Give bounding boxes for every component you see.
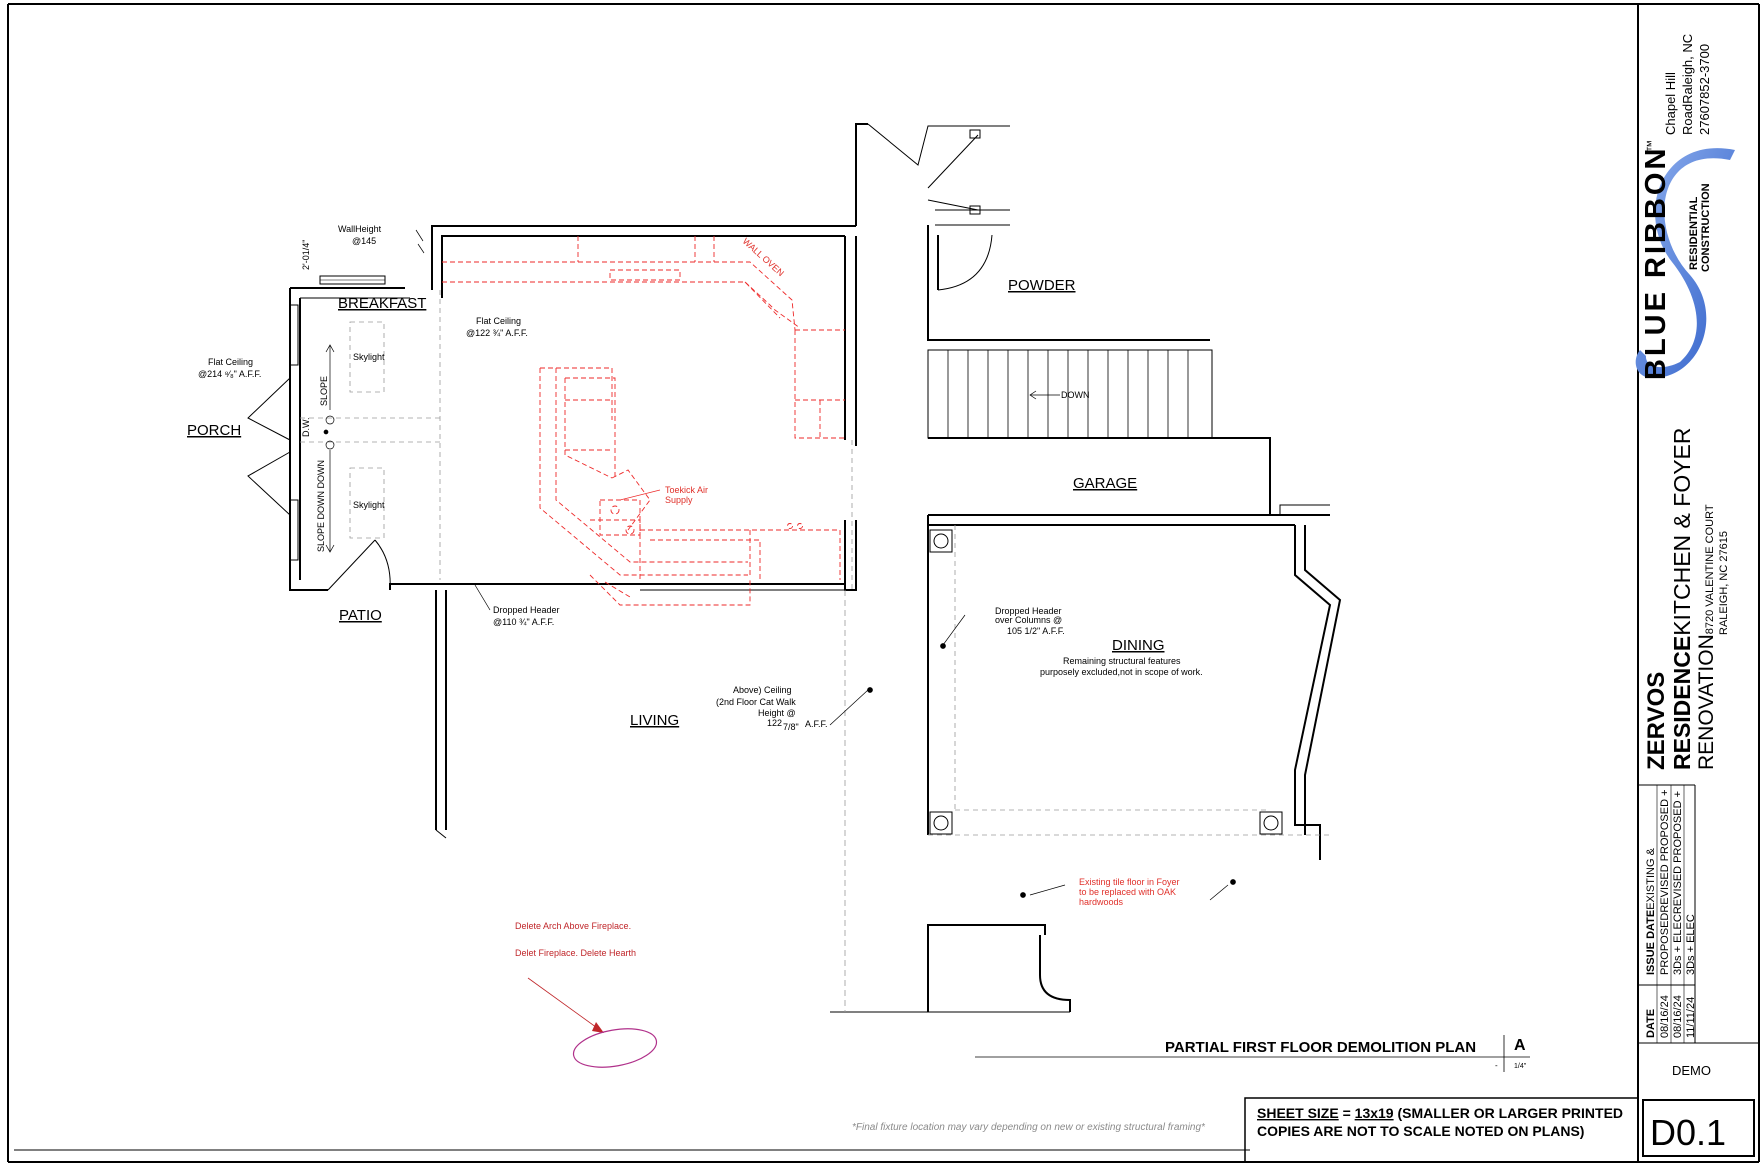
note-above-ceiling-5: 7/8" (783, 722, 799, 732)
note-dropped-header-dining-1: Dropped Header (995, 606, 1062, 616)
brand-tagline-1: RESIDENTIAL (1688, 196, 1700, 270)
floor-plan-walls (247, 123, 1342, 1013)
note-above-ceiling-6: A.F.F. (805, 719, 828, 729)
note-above-ceiling-1: Above) Ceiling (733, 685, 792, 695)
brand-name: BLUE RIBBON (1640, 146, 1672, 380)
plan-title-letter: A (1514, 1037, 1526, 1054)
sheet-name: DEMO (1672, 1063, 1711, 1078)
note-dining-sub-1: Remaining structural features (1063, 656, 1181, 666)
svg-text:ISSUE DATEEXISTING &: ISSUE DATEEXISTING & (1645, 847, 1657, 975)
address-line-2: RoadRaleigh, NC (1680, 34, 1695, 135)
demolition-outlines (442, 236, 845, 606)
issue-row-2: 3Ds + ELECREVISED PROPOSED + (1672, 791, 1684, 975)
note-dropped-header-dining-3: 105 1/2" A.F.F. (1007, 626, 1065, 636)
project-address: 8720 VALENTINE COURT (1704, 504, 1716, 634)
note-skylight-2: Skylight (353, 500, 385, 510)
room-label-breakfast: BREAKFAST (338, 295, 426, 312)
room-label-garage: GARAGE (1073, 475, 1137, 492)
project-name-2b: KITCHEN & FOYER (1669, 427, 1695, 635)
issue-header-date: ISSUE DATE (1645, 910, 1657, 975)
note-slope-1: SLOPE (319, 376, 329, 406)
plan-scale: 1/4" (1514, 1063, 1527, 1070)
project-name-1: ZERVOS (1643, 672, 1670, 770)
ceiling-guide-lines (300, 290, 1270, 812)
ribbon-logo-icon (1635, 148, 1735, 379)
sheet-size-rest: (SMALLER OR LARGER PRINTED (1394, 1105, 1623, 1121)
sheet-size-label: SHEET SIZE (1257, 1105, 1339, 1121)
note-dropped-header-kitchen-1: Dropped Header (493, 605, 560, 615)
note-dropped-header-dining-2: over Columns @ (995, 615, 1062, 625)
plan-scale-left: - (1495, 1061, 1498, 1070)
note-dining-sub-2: purposely excluded,not in scope of work. (1040, 667, 1203, 677)
note-above-ceiling-4: 122 (767, 718, 782, 728)
leader-lines (323, 229, 1236, 901)
note-wall-height-2: @145 (352, 236, 376, 246)
sheet-size-value: 13x19 (1355, 1105, 1394, 1121)
note-dw: D.W. (301, 418, 311, 438)
note-slope-2: SLOPE DOWN DOWN (316, 460, 326, 552)
sheet-size-eq: = (1339, 1105, 1355, 1121)
room-label-living: LIVING (630, 712, 679, 729)
address-line-3: 27607852-3700 (1697, 44, 1712, 135)
note-existing-tile-3: hardwoods (1079, 897, 1124, 907)
note-above-ceiling-2: (2nd Floor Cat Walk (716, 697, 796, 707)
note-disclaimer: *Final fixture location may vary dependi… (852, 1122, 1206, 1133)
date-3: 11/11/24 (1685, 997, 1697, 1038)
note-above-ceiling-3: Height @ (758, 708, 796, 718)
sheet-size-box: SHEET SIZE = 13x19 (SMALLER OR LARGER PR… (1244, 1097, 1639, 1163)
room-label-porch: PORCH (187, 422, 241, 439)
note-wall-height-1: WallHeight (338, 224, 382, 234)
note-skylight-1: Skylight (353, 352, 385, 362)
brand-tagline-2: CONSTRUCTION (1700, 183, 1712, 272)
date-1: 08/16/24 (1659, 995, 1671, 1038)
room-label-dining: DINING (1112, 637, 1165, 654)
fireplace-callout (527, 977, 658, 1068)
brand-tm: ™ (1644, 140, 1658, 152)
note-toekick-1: Toekick Air (665, 485, 708, 495)
plan-title-text: PARTIAL FIRST FLOOR DEMOLITION PLAN (1165, 1039, 1476, 1056)
plan-title: PARTIAL FIRST FLOOR DEMOLITION PLAN A - … (975, 1035, 1530, 1072)
project-name-3: RENOVATION (1695, 634, 1718, 770)
room-label-patio: PATIO (339, 607, 382, 624)
svg-text:RENOVATION8720 VALENTINE COURT: RENOVATION8720 VALENTINE COURT (1695, 504, 1718, 770)
issue-row-1: PROPOSEDREVISED PROPOSED + (1659, 789, 1671, 975)
sheet-number: D0.1 (1650, 1112, 1726, 1153)
note-delete-arch: Delete Arch Above Fireplace. (515, 921, 631, 931)
project-city: RALEIGH, NC 27615 (1718, 531, 1730, 635)
stair-treads (947, 350, 1189, 438)
note-existing-tile-1: Existing tile floor in Foyer (1079, 877, 1180, 887)
svg-text:SHEET SIZE = 13x19 (SMALLER OR: SHEET SIZE = 13x19 (SMALLER OR LARGER PR… (1257, 1105, 1623, 1121)
note-dropped-header-kitchen-2: @110 ¾" A.F.F. (493, 617, 554, 627)
note-existing-tile-2: to be replaced with OAK (1079, 887, 1176, 897)
note-flat-ceiling-kitchen-1: Flat Ceiling (476, 316, 521, 326)
sheet-border (7, 3, 1760, 1163)
note-flat-ceiling-breakfast-2: @214 ⁸⁄₈" A.F.F. (198, 369, 261, 379)
project-name-2: RESIDENCE (1669, 636, 1695, 770)
note-flat-ceiling-kitchen-2: @122 ¾" A.F.F. (466, 328, 528, 338)
issue-row-3: 3Ds + ELEC (1685, 914, 1697, 975)
svg-text:RESIDENCEKITCHEN & FOYER: RESIDENCEKITCHEN & FOYER (1669, 427, 1695, 770)
issue-header-rest: EXISTING & (1645, 847, 1657, 909)
room-label-powder: POWDER (1008, 277, 1076, 294)
note-dimension: 2'-01/4" (301, 240, 311, 270)
note-delete-fireplace: Delet Fireplace. Delete Hearth (515, 948, 636, 958)
note-flat-ceiling-breakfast-1: Flat Ceiling (208, 357, 253, 367)
title-block: BLUE RIBBON ™ RESIDENTIAL CONSTRUCTION C… (1635, 34, 1759, 1157)
note-down: DOWN (1061, 390, 1090, 400)
note-toekick-2: Supply (665, 495, 693, 505)
date-2: 08/16/24 (1672, 995, 1684, 1038)
address-line-1: Chapel Hill (1663, 72, 1678, 135)
note-wall-oven: WALL OVEN (741, 236, 786, 278)
sheet-size-line2: COPIES ARE NOT TO SCALE NOTED ON PLANS) (1257, 1123, 1584, 1139)
date-header: DATE (1645, 1009, 1657, 1038)
